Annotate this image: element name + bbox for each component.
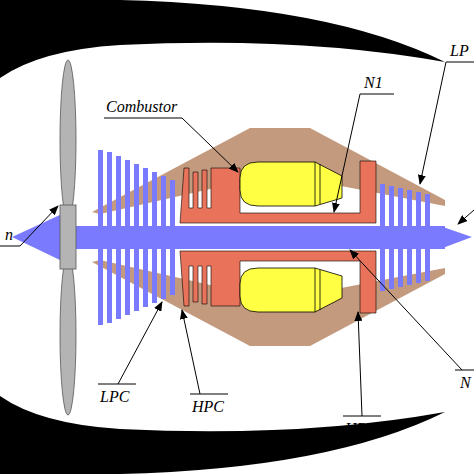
part-label: Combustor <box>106 98 177 116</box>
part-label: N <box>460 374 471 392</box>
part-label: n <box>5 226 13 244</box>
part-label: N1 <box>364 74 383 92</box>
part-label: LP <box>450 42 469 60</box>
part-label: HPC <box>192 398 224 416</box>
part-label: LPC <box>100 388 129 406</box>
part-label: HPT <box>345 420 375 438</box>
